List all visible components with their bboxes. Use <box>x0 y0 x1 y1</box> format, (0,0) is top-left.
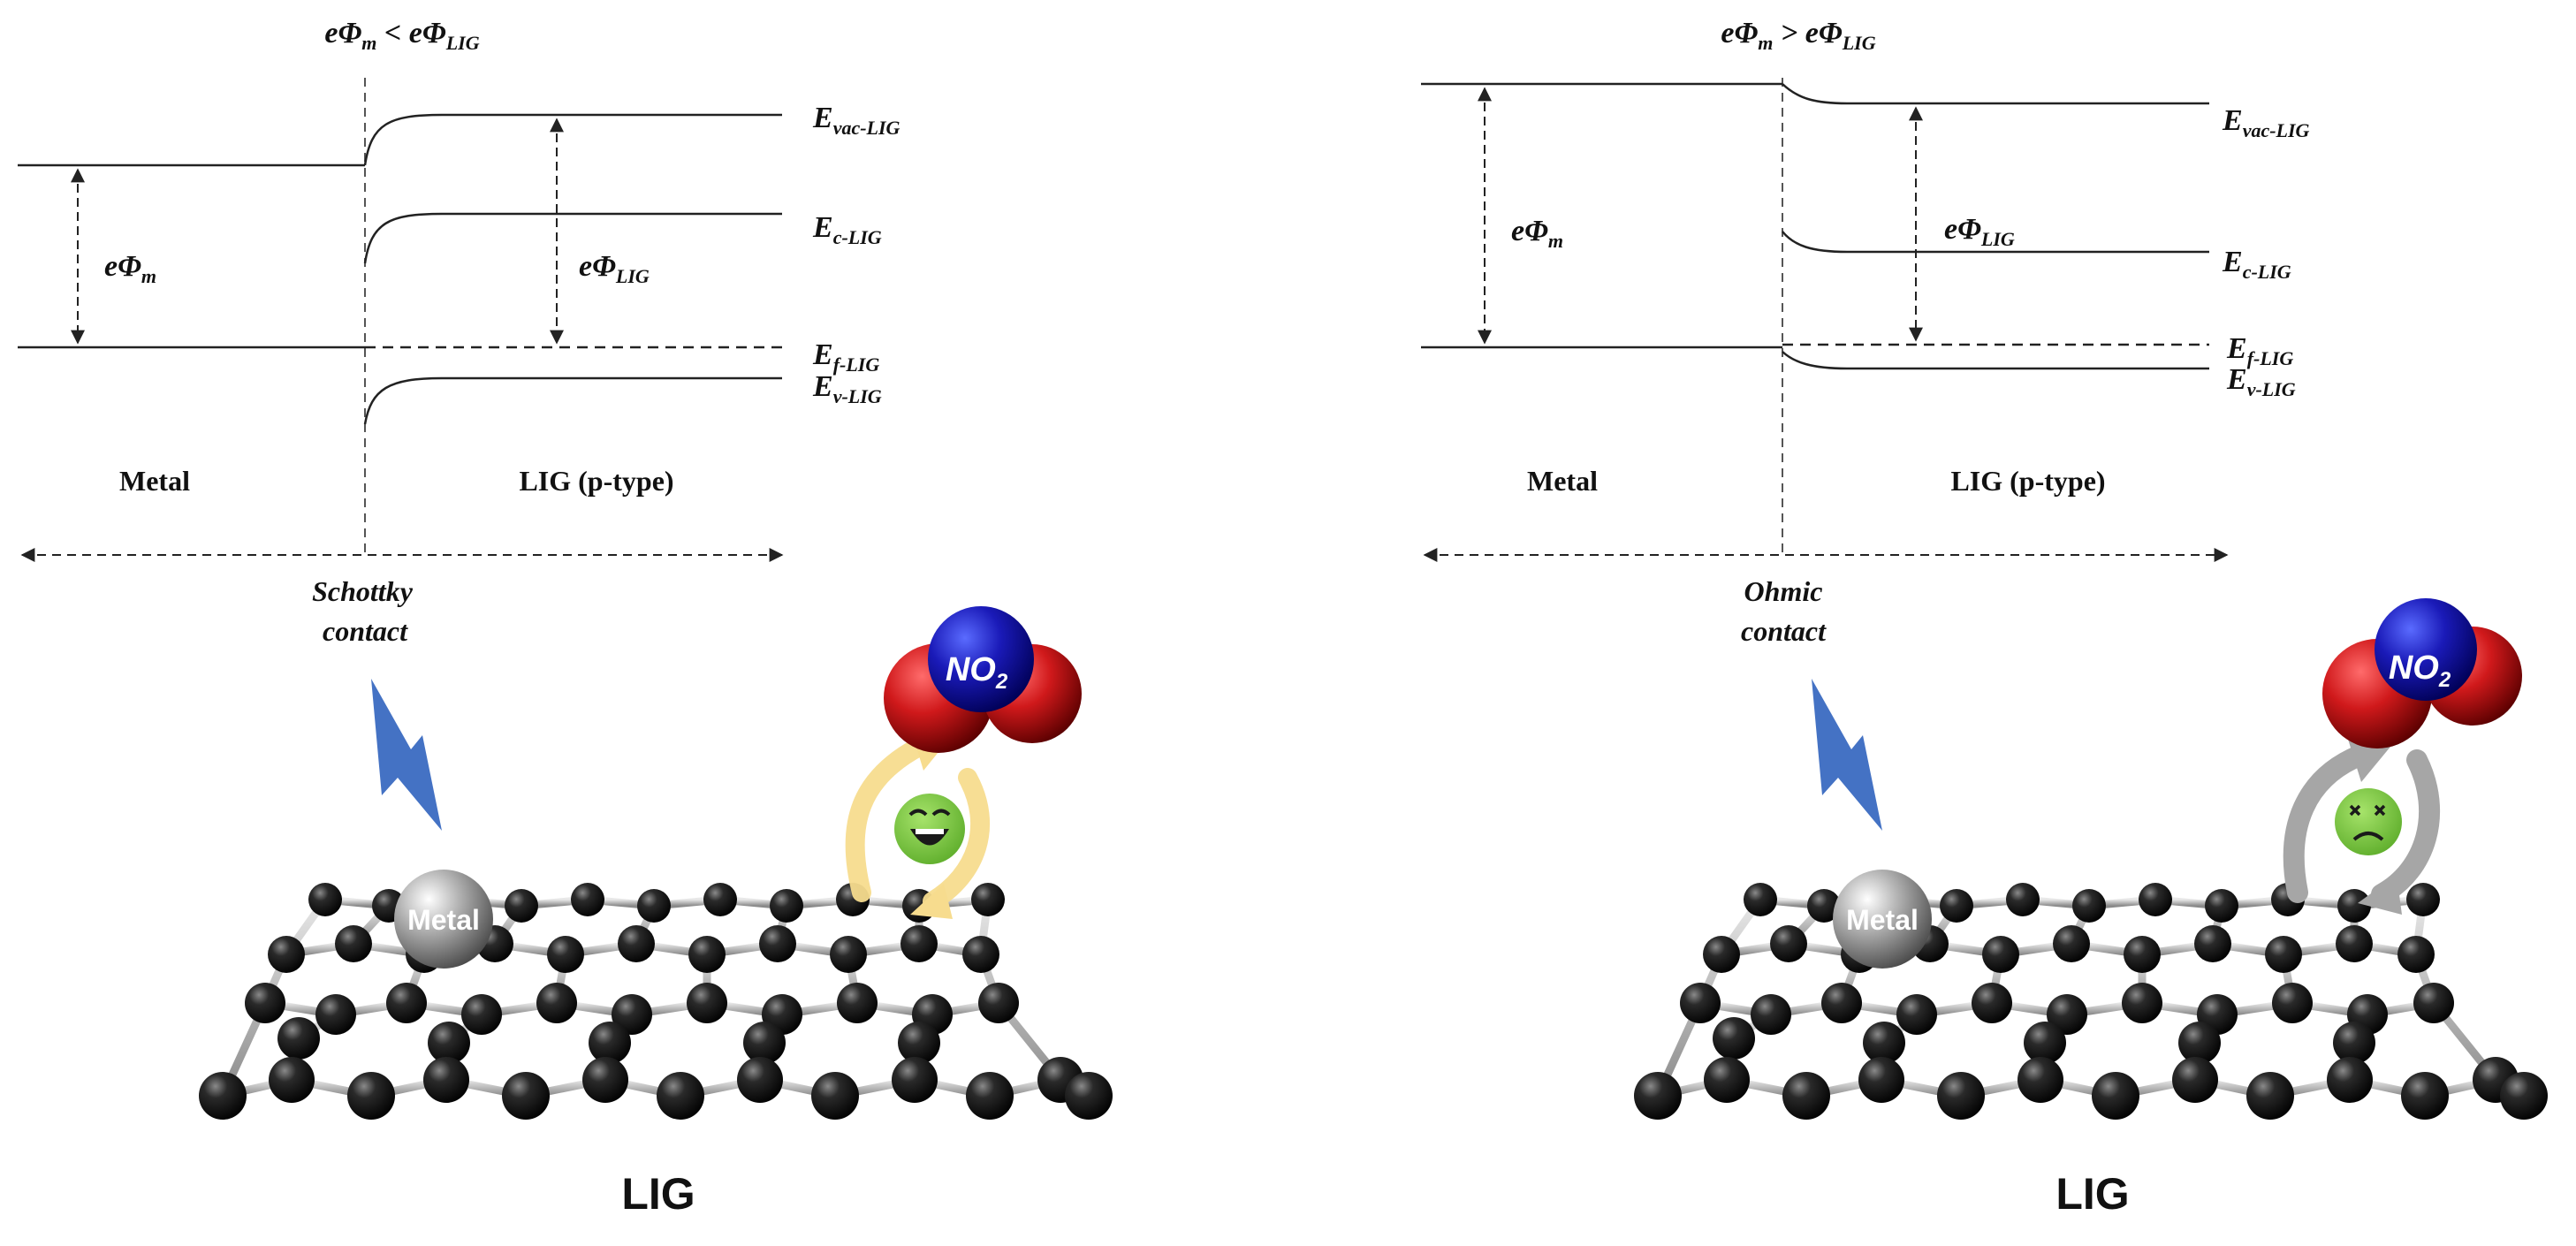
condition-label: eΦm < eΦLIG <box>324 17 479 54</box>
level-label-vac: Evac-LIG <box>812 102 900 139</box>
contact-pointer-arrow <box>1812 679 1882 831</box>
happy-face-icon <box>894 794 965 864</box>
lig-work-function-label: eΦLIG <box>1944 213 2015 250</box>
valence-band <box>363 376 782 425</box>
level-label-f: Ef-LIG <box>2226 332 2293 369</box>
metal-atom: Metal <box>1833 870 1932 969</box>
contact-label-line2: contact <box>1741 615 1827 647</box>
lig-work-function-label: eΦLIG <box>579 250 650 287</box>
substrate-label: LIG <box>2055 1169 2129 1219</box>
no2-molecule: NO2 <box>884 606 1082 753</box>
condition-label: eΦm > eΦLIG <box>1721 17 1875 54</box>
conduction-band <box>363 212 782 264</box>
level-label-c: Ec-LIG <box>2222 246 2291 283</box>
panel-schottky: eΦm < eΦLIG Evac-LIG Ec-LIG Ef-LIG Ev-LI… <box>18 17 1113 1219</box>
metal-atom-label: Metal <box>407 904 480 936</box>
conduction-band <box>1782 231 2209 254</box>
metal-work-function-label: eΦm <box>104 250 156 287</box>
metal-atom-label: Metal <box>1846 904 1919 936</box>
panel-ohmic: eΦm > eΦLIG Evac-LIG Ec-LIG Ef-LIG Ev-LI… <box>1421 17 2548 1219</box>
carbon-atoms <box>199 883 1113 1120</box>
level-label-v: Ev-LIG <box>2226 363 2296 400</box>
metal-atom: Metal <box>394 870 493 969</box>
vacuum-level-band <box>1782 83 2209 105</box>
no2-molecule: NO2 <box>2322 598 2522 748</box>
valence-band <box>1782 351 2209 370</box>
no2-label: NO2 <box>946 651 1008 694</box>
level-label-c: Ec-LIG <box>812 211 882 248</box>
no2-label: NO2 <box>2389 650 2451 692</box>
region-label-lig: LIG (p-type) <box>1950 465 2105 497</box>
vacuum-level-band <box>363 113 782 166</box>
level-label-vac: Evac-LIG <box>2222 104 2310 141</box>
graphene-lattice <box>1634 883 2548 1120</box>
metal-work-function-label: eΦm <box>1511 215 1563 252</box>
region-label-metal: Metal <box>119 465 190 497</box>
graphene-lattice <box>199 883 1113 1120</box>
contact-pointer-arrow <box>371 679 442 831</box>
level-label-f: Ef-LIG <box>812 338 879 376</box>
level-label-v: Ev-LIG <box>812 370 882 407</box>
region-label-metal: Metal <box>1527 465 1598 497</box>
dizzy-face-icon <box>2335 788 2402 855</box>
carbon-atoms <box>1634 883 2548 1120</box>
substrate-label: LIG <box>621 1169 695 1219</box>
contact-label-line1: Schottky <box>312 575 414 607</box>
region-label-lig: LIG (p-type) <box>519 465 673 497</box>
contact-label-line1: Ohmic <box>1744 575 1823 607</box>
contact-label-line2: contact <box>323 615 408 647</box>
